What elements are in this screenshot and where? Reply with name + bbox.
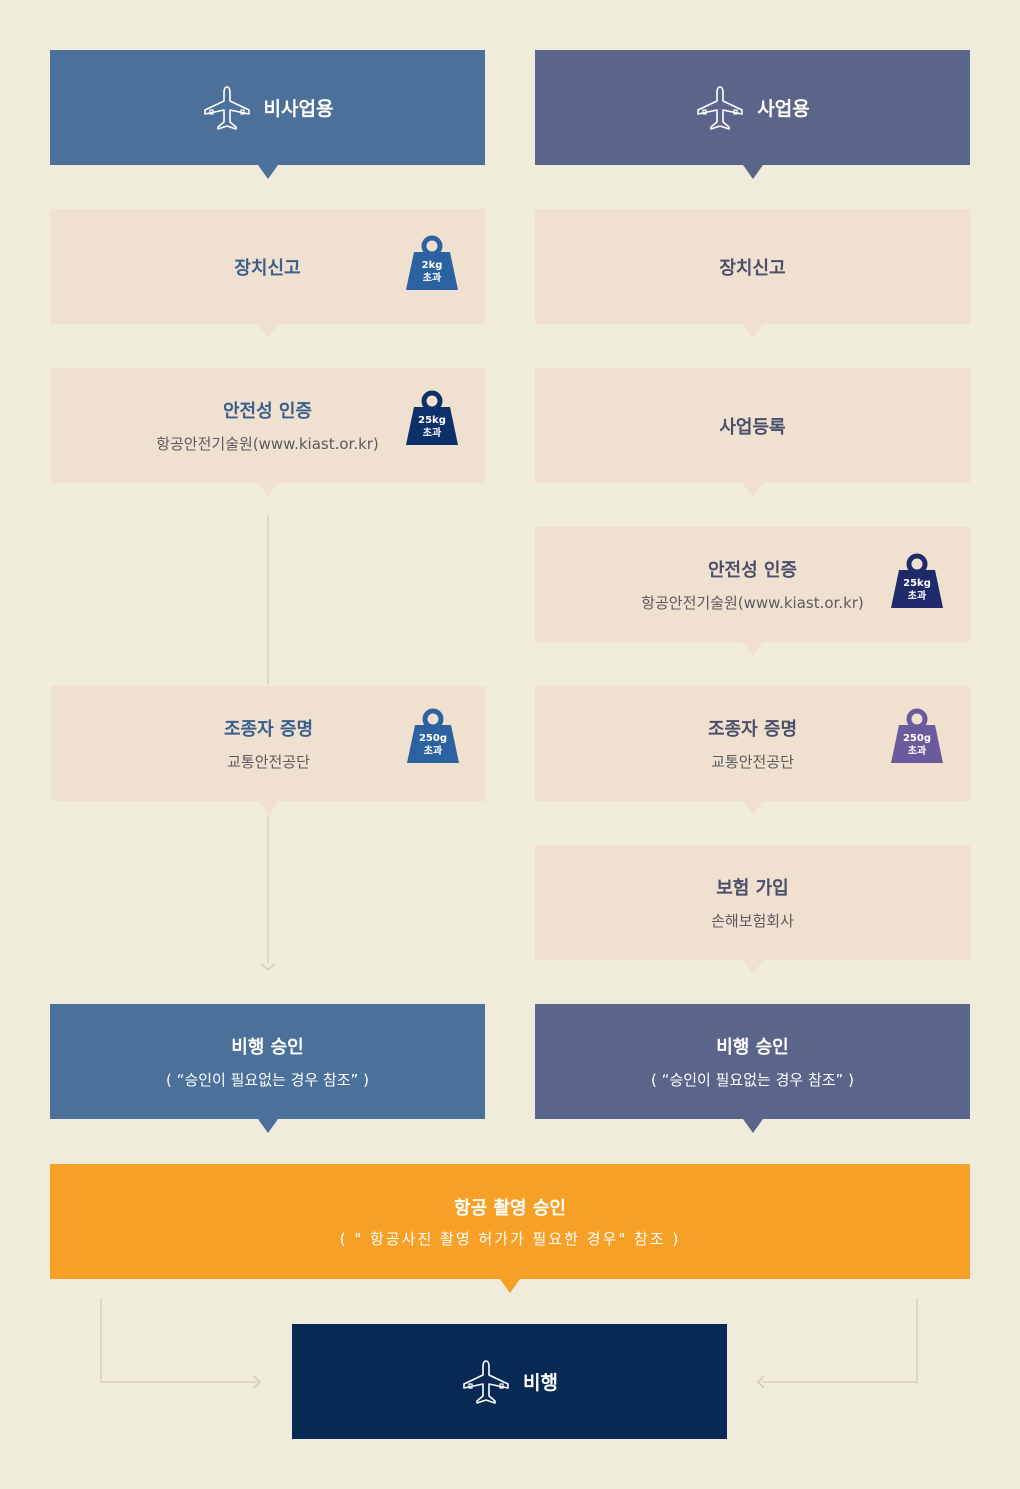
left-safety-cert-box: 안전성 인증 항공안전기술원(www.kiast.or.kr) 25kg 초과	[50, 368, 485, 497]
left-pilot-cert-sub: 교통안전공단	[227, 753, 310, 771]
non-business-header: 비사업용	[50, 50, 485, 179]
connector-line	[762, 1381, 918, 1383]
right-insurance-box: 보험 가입 손해보험회사	[535, 845, 970, 974]
connector-line	[100, 1298, 102, 1382]
weight-value: 250g	[418, 733, 448, 744]
aerial-photo-approval-sub: ( " 항공사진 촬영 허가가 필요한 경우" 참조 )	[339, 1230, 681, 1248]
weight-icon: 25kg 초과	[888, 553, 946, 611]
weight-value: 25kg	[903, 578, 931, 589]
weight-icon: 250g 초과	[404, 708, 462, 766]
left-flight-approval-sub: ( “승인이 필요없는 경우 참조” )	[166, 1071, 369, 1089]
flight-box: 비행	[292, 1324, 727, 1439]
weight-icon: 25kg 초과	[403, 390, 461, 448]
right-safety-cert-box: 안전성 인증 항공안전기술원(www.kiast.or.kr) 25kg 초과	[535, 527, 970, 656]
weight-icon: 250g 초과	[888, 708, 946, 766]
weight-exceed: 초과	[422, 428, 442, 439]
connector-line	[100, 1381, 258, 1383]
right-business-reg-title: 사업등록	[719, 416, 786, 438]
connector-line	[267, 815, 269, 963]
left-device-report-title: 장치신고	[234, 257, 301, 279]
arrow-left-icon	[756, 1375, 765, 1389]
weight-value: 250g	[902, 733, 932, 744]
right-pilot-cert-title: 조종자 증명	[707, 719, 798, 740]
non-business-label: 비사업용	[263, 98, 334, 120]
right-pilot-cert-box: 조종자 증명 교통안전공단 250g 초과	[535, 686, 970, 815]
business-header: 사업용	[535, 50, 970, 179]
right-business-reg-box: 사업등록	[535, 368, 970, 497]
chevron-down-icon	[261, 963, 275, 972]
weight-exceed: 초과	[907, 591, 927, 602]
left-flight-approval-box: 비행 승인 ( “승인이 필요없는 경우 참조” )	[50, 1004, 485, 1133]
left-pilot-cert-box: 조종자 증명 교통안전공단 250g 초과	[51, 686, 486, 815]
right-safety-cert-title: 안전성 인증	[707, 560, 798, 581]
weight-exceed: 초과	[907, 746, 927, 757]
aerial-photo-approval-box: 항공 촬영 승인 ( " 항공사진 촬영 허가가 필요한 경우" 참조 )	[50, 1164, 970, 1293]
weight-exceed: 초과	[423, 746, 443, 757]
arrow-right-icon	[253, 1375, 262, 1389]
connector-line	[267, 515, 269, 685]
left-flight-approval-title: 비행 승인	[231, 1037, 304, 1058]
weight-icon: 2kg 초과	[403, 235, 461, 293]
right-insurance-title: 보험 가입	[716, 878, 789, 899]
right-device-report-title: 장치신고	[719, 257, 786, 279]
aerial-photo-approval-title: 항공 촬영 승인	[454, 1198, 566, 1219]
weight-exceed: 초과	[422, 273, 442, 284]
left-safety-cert-title: 안전성 인증	[222, 401, 313, 422]
right-insurance-sub: 손해보험회사	[711, 912, 794, 930]
right-pilot-cert-sub: 교통안전공단	[711, 753, 794, 771]
left-safety-cert-sub: 항공안전기술원(www.kiast.or.kr)	[156, 435, 379, 453]
right-flight-approval-box: 비행 승인 ( “승인이 필요없는 경우 참조” )	[535, 1004, 970, 1133]
airplane-icon	[202, 84, 252, 132]
left-pilot-cert-title: 조종자 증명	[223, 719, 314, 740]
airplane-icon	[461, 1358, 511, 1406]
right-flight-approval-title: 비행 승인	[716, 1037, 789, 1058]
left-device-report-box: 장치신고 2kg 초과	[50, 209, 485, 338]
right-safety-cert-sub: 항공안전기술원(www.kiast.or.kr)	[641, 594, 864, 612]
right-device-report-box: 장치신고	[535, 209, 970, 338]
weight-value: 25kg	[418, 415, 446, 426]
weight-value: 2kg	[421, 260, 443, 271]
right-flight-approval-sub: ( “승인이 필요없는 경우 참조” )	[651, 1071, 854, 1089]
connector-line	[916, 1298, 918, 1382]
business-label: 사업용	[757, 98, 810, 120]
airplane-icon	[695, 84, 745, 132]
flight-label: 비행	[523, 1372, 558, 1394]
